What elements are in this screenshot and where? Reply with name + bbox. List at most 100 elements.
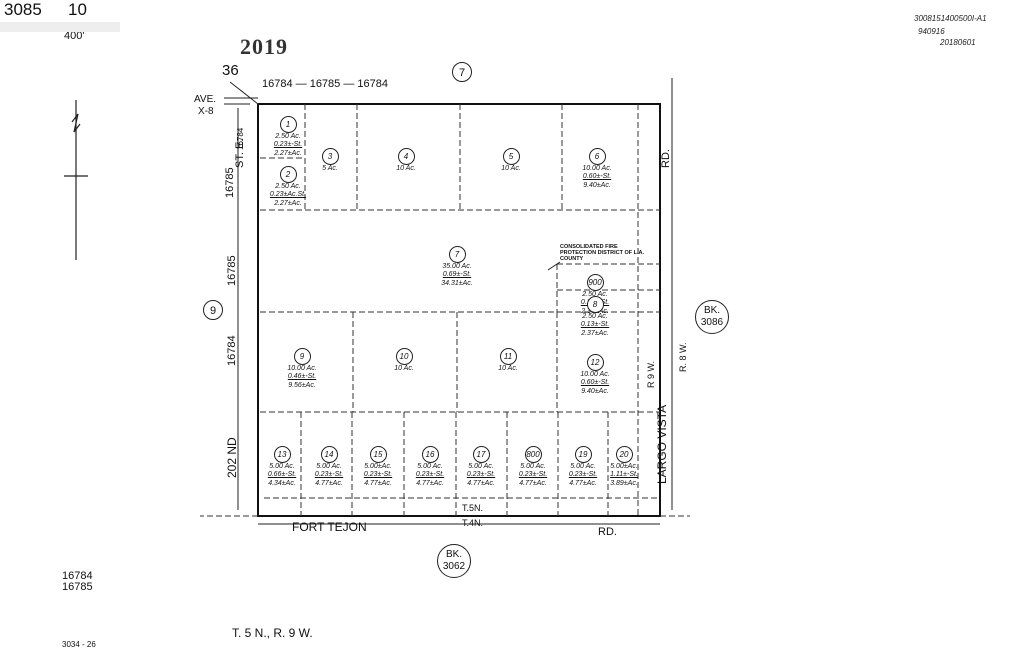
parcel-acreage: 10 Ac. — [501, 165, 521, 172]
parcel-number: 2 — [279, 166, 297, 183]
parcel-number: 800 — [524, 446, 542, 463]
parcel-acreage: 5.00 Ac. — [570, 463, 596, 470]
adjacent-parcel-top: 7 — [452, 62, 472, 82]
parcel-number: 20 — [615, 446, 633, 463]
parcel-number: 17 — [472, 446, 490, 463]
parcel-acreage: 4.34±Ac. — [268, 479, 296, 487]
parcel-acreage: 9.40±Ac. — [581, 387, 609, 395]
parcel-acreage: 0.46±-St. — [287, 373, 317, 381]
parcel-acreage: 5.00 Ac. — [520, 463, 546, 470]
north-arrow-icon — [64, 100, 88, 260]
parcel-acreage: 2.50 Ac. — [582, 313, 608, 320]
parcel-acreage: 3.89±Ac. — [610, 479, 638, 487]
rd-bottom-label: RD. — [598, 526, 617, 538]
parcel-acreage: 5.00 Ac. — [269, 463, 295, 470]
ave-x8-label: X-8 — [198, 106, 214, 117]
parcel-acreage: 0.23±-St. — [415, 471, 445, 479]
township-4n-label: T.4N. — [462, 518, 484, 528]
parcel-number: 4 — [397, 148, 415, 165]
parcel-acreage: 4.77±Ac. — [519, 479, 547, 487]
parcel-acreage: 5.00 Ac. — [468, 463, 494, 470]
parcel-acreage: 10.00 Ac. — [582, 165, 612, 172]
parcel-acreage: 4.77±Ac. — [315, 479, 343, 487]
parcel-acreage: 0.23±-St. — [273, 141, 303, 149]
parcel-acreage: 5 Ac. — [322, 165, 338, 172]
book-ref-right-bk: BK. — [703, 305, 721, 316]
parcel-acreage: 0.69±-St. — [442, 271, 472, 279]
parcel-acreage: 1.11±-St. — [610, 471, 638, 479]
parcel-number: 9 — [293, 348, 311, 365]
stamp-line-1: 3008151400500I-A1 — [914, 14, 987, 23]
footer-tract-b: 16785 — [62, 581, 93, 593]
parcel-acreage: 2.27±Ac. — [274, 149, 302, 157]
fire-note-pointer — [547, 261, 561, 271]
map-page-number: 10 — [68, 0, 87, 19]
footer-township: T. 5 N., R. 9 W. — [232, 626, 313, 640]
fire-district-note: CONSOLIDATED FIRE PROTECTION DISTRICT OF… — [560, 244, 645, 263]
parcel-number: 15 — [369, 446, 387, 463]
parcel-acreage: 5.00 Ac. — [417, 463, 443, 470]
parcel-number: 16 — [421, 446, 439, 463]
parcel-number: 3 — [321, 148, 339, 165]
section-number: 36 — [222, 62, 239, 79]
parcel-number: 10 — [395, 348, 413, 365]
parcel-number: 6 — [588, 148, 606, 165]
parcel-number: 7 — [448, 246, 466, 263]
parcel-acreage: 2.50 Ac. — [275, 133, 301, 140]
fort-tejon-label: FORT TEJON — [292, 520, 367, 534]
township-5n-label: T.5N. — [462, 503, 484, 513]
largo-vista-label: LARGO VISTA — [655, 404, 669, 484]
parcel-acreage: 2.37±Ac. — [581, 329, 609, 337]
parcel-acreage: 2.27±Ac. — [274, 199, 302, 207]
book-ref-bottom-bk: BK. — [445, 549, 463, 560]
parcel-number: 12 — [586, 354, 604, 371]
parcel-acreage: 5.00±Ac. — [364, 463, 392, 470]
book-ref-right: BK. 3086 — [695, 300, 729, 334]
parcel-acreage: 5.00±Ac. — [610, 463, 638, 470]
tract-left-2: 16784 — [236, 127, 245, 150]
range-8w-label: R. 8 W. — [678, 342, 688, 372]
range-9w-label: R 9 W. — [646, 360, 656, 388]
map-book-number: 3085 — [4, 0, 42, 19]
tract-legend-top: 16784 — 16785 — 16784 — [262, 78, 388, 90]
parcel-acreage: 4.77±Ac. — [569, 479, 597, 487]
parcel-acreage: 4.77±Ac. — [416, 479, 444, 487]
parcel-acreage: 10 Ac. — [498, 365, 518, 372]
parcel-acreage: 0.60±-St. — [580, 379, 610, 387]
parcel-number: 900 — [586, 274, 604, 291]
scan-smudge — [0, 22, 120, 32]
parcel-acreage: 4.77±Ac. — [467, 479, 495, 487]
book-ref-bottom: BK. 3062 — [437, 544, 471, 578]
parcel-acreage: 5.00 Ac. — [316, 463, 342, 470]
parcel-acreage: 4.77±Ac. — [364, 479, 392, 487]
book-ref-bottom-num: 3062 — [442, 561, 466, 572]
parcel-acreage: 35.00 Ac. — [442, 263, 472, 270]
parcel-acreage: 0.13±-St. — [580, 321, 610, 329]
parcel-number: 11 — [499, 348, 517, 365]
stamp-line-3: 20180601 — [940, 38, 976, 47]
parcel-acreage: 0.23±-St. — [568, 471, 598, 479]
parcel-number: 14 — [320, 446, 338, 463]
parcel-acreage: 0.23±Ac.St. — [269, 191, 307, 199]
